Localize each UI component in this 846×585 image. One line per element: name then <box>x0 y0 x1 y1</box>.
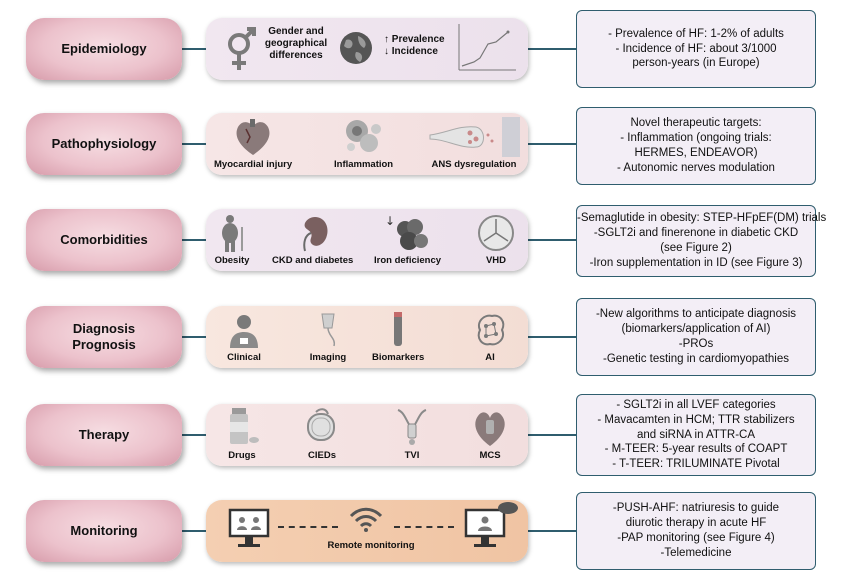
kidney-icon <box>302 217 328 252</box>
note-epidemiology: - Prevalence of HF: 1-2% of adults - Inc… <box>576 10 816 88</box>
wifi-icon <box>349 507 383 532</box>
item-vhd: VHD <box>476 213 516 266</box>
item-cieds: CIEDs <box>302 406 342 461</box>
iron-deficiency-icon: ↓ <box>385 214 428 250</box>
connector <box>528 336 576 338</box>
item-imaging: Imaging <box>308 310 348 363</box>
ai-brain-icon <box>477 314 505 346</box>
connector <box>528 530 576 532</box>
item-ai: AI <box>470 310 510 363</box>
row-pathophysiology: Pathophysiology Myocardial injury Inflam… <box>0 99 846 189</box>
valve-icon <box>478 215 514 251</box>
synapse-icon <box>429 117 520 157</box>
label-monitoring: Monitoring <box>26 500 182 562</box>
item-drugs: Drugs <box>222 406 262 461</box>
item-obesity: Obesity <box>212 213 252 266</box>
panel-epidemiology: Gender and geographical differences ↑ Pr… <box>206 18 528 80</box>
row-epidemiology: Epidemiology Gender and geographical dif… <box>0 4 846 94</box>
globe-icon <box>340 32 372 64</box>
connector <box>528 434 576 436</box>
dotted-line-left <box>278 526 338 528</box>
ultrasound-probe-icon <box>321 313 336 347</box>
clinician-icon <box>230 315 258 348</box>
label-comorbidities: Comorbidities <box>26 209 182 271</box>
note-monitoring: -PUSH-AHF: natriuresis to guide diurotic… <box>576 492 816 570</box>
connector <box>528 143 576 145</box>
patient-monitor-icon <box>464 502 518 547</box>
connector <box>182 143 206 145</box>
note-comorbidities: -Semaglutide in obesity: STEP-HFpEF(DM) … <box>576 205 826 277</box>
device-icon <box>307 408 335 441</box>
item-ans-dysregulation: ANS dysregulation <box>426 117 522 170</box>
note-pathophysiology: Novel therapeutic targets: - Inflammatio… <box>576 107 816 185</box>
panel-pathophysiology: Myocardial injury Inflammation A <box>206 113 528 175</box>
connector <box>182 530 206 532</box>
monitor-icon <box>228 508 270 547</box>
line-chart-icon <box>458 24 516 71</box>
row-therapy: Therapy Drugs CIEDs <box>0 390 846 480</box>
connector <box>182 239 206 241</box>
note-therapy: - SGLT2i in all LVEF categories - Mavaca… <box>576 394 816 476</box>
row-diagnosis-prognosis: Diagnosis Prognosis Clinical Imaging <box>0 292 846 382</box>
label-diagnosis-prognosis: Diagnosis Prognosis <box>26 306 182 368</box>
dotted-line-right <box>394 526 454 528</box>
label-pathophysiology: Pathophysiology <box>26 113 182 175</box>
item-mcs: MCS <box>470 406 510 461</box>
obesity-person-icon <box>222 215 243 252</box>
tvi-device-icon <box>397 409 427 445</box>
connector <box>528 239 576 241</box>
heart-icon <box>236 119 270 155</box>
panel-comorbidities: Obesity CKD and diabetes ↓ Iron deficien… <box>206 209 528 271</box>
panel-diagnosis-prognosis: Clinical Imaging Biomarkers <box>206 306 528 368</box>
connector <box>182 336 206 338</box>
gender-symbol-icon <box>228 27 256 70</box>
row-monitoring: Monitoring Remote monitoring <box>0 486 846 576</box>
item-inflammation: Inflammation <box>334 117 393 170</box>
item-iron-deficiency: ↓ Iron deficiency <box>374 214 442 266</box>
item-clinical: Clinical <box>224 310 264 363</box>
test-tube-icon <box>394 312 403 346</box>
mcs-heart-icon <box>475 412 505 446</box>
row-comorbidities: Comorbidities Obesity CKD and diabetes ↓ <box>0 195 846 285</box>
gender-text: Gender and geographical differences <box>264 26 328 61</box>
item-tvi: TVI <box>392 406 432 461</box>
svg-text:↓: ↓ <box>385 214 395 228</box>
prevalence-incidence-text: ↑ Prevalence ↓ Incidence <box>384 34 445 57</box>
panel-monitoring: Remote monitoring <box>206 500 528 562</box>
connector <box>182 48 206 50</box>
pill-bottle-icon <box>230 408 259 444</box>
item-ckd-diabetes: CKD and diabetes <box>272 213 353 266</box>
label-therapy: Therapy <box>26 404 182 466</box>
item-myocardial-injury: Myocardial injury <box>214 117 292 170</box>
remote-monitoring-caption: Remote monitoring <box>327 540 415 551</box>
item-biomarkers: Biomarkers <box>372 310 424 363</box>
label-text: Epidemiology <box>61 40 147 56</box>
connector <box>182 434 206 436</box>
connector <box>528 48 576 50</box>
inflammation-cells-icon <box>345 120 381 152</box>
panel-therapy: Drugs CIEDs TVI MCS <box>206 404 528 466</box>
note-diagnosis-prognosis: -New algorithms to anticipate diagnosis … <box>576 298 816 376</box>
label-epidemiology: Epidemiology <box>26 18 182 80</box>
